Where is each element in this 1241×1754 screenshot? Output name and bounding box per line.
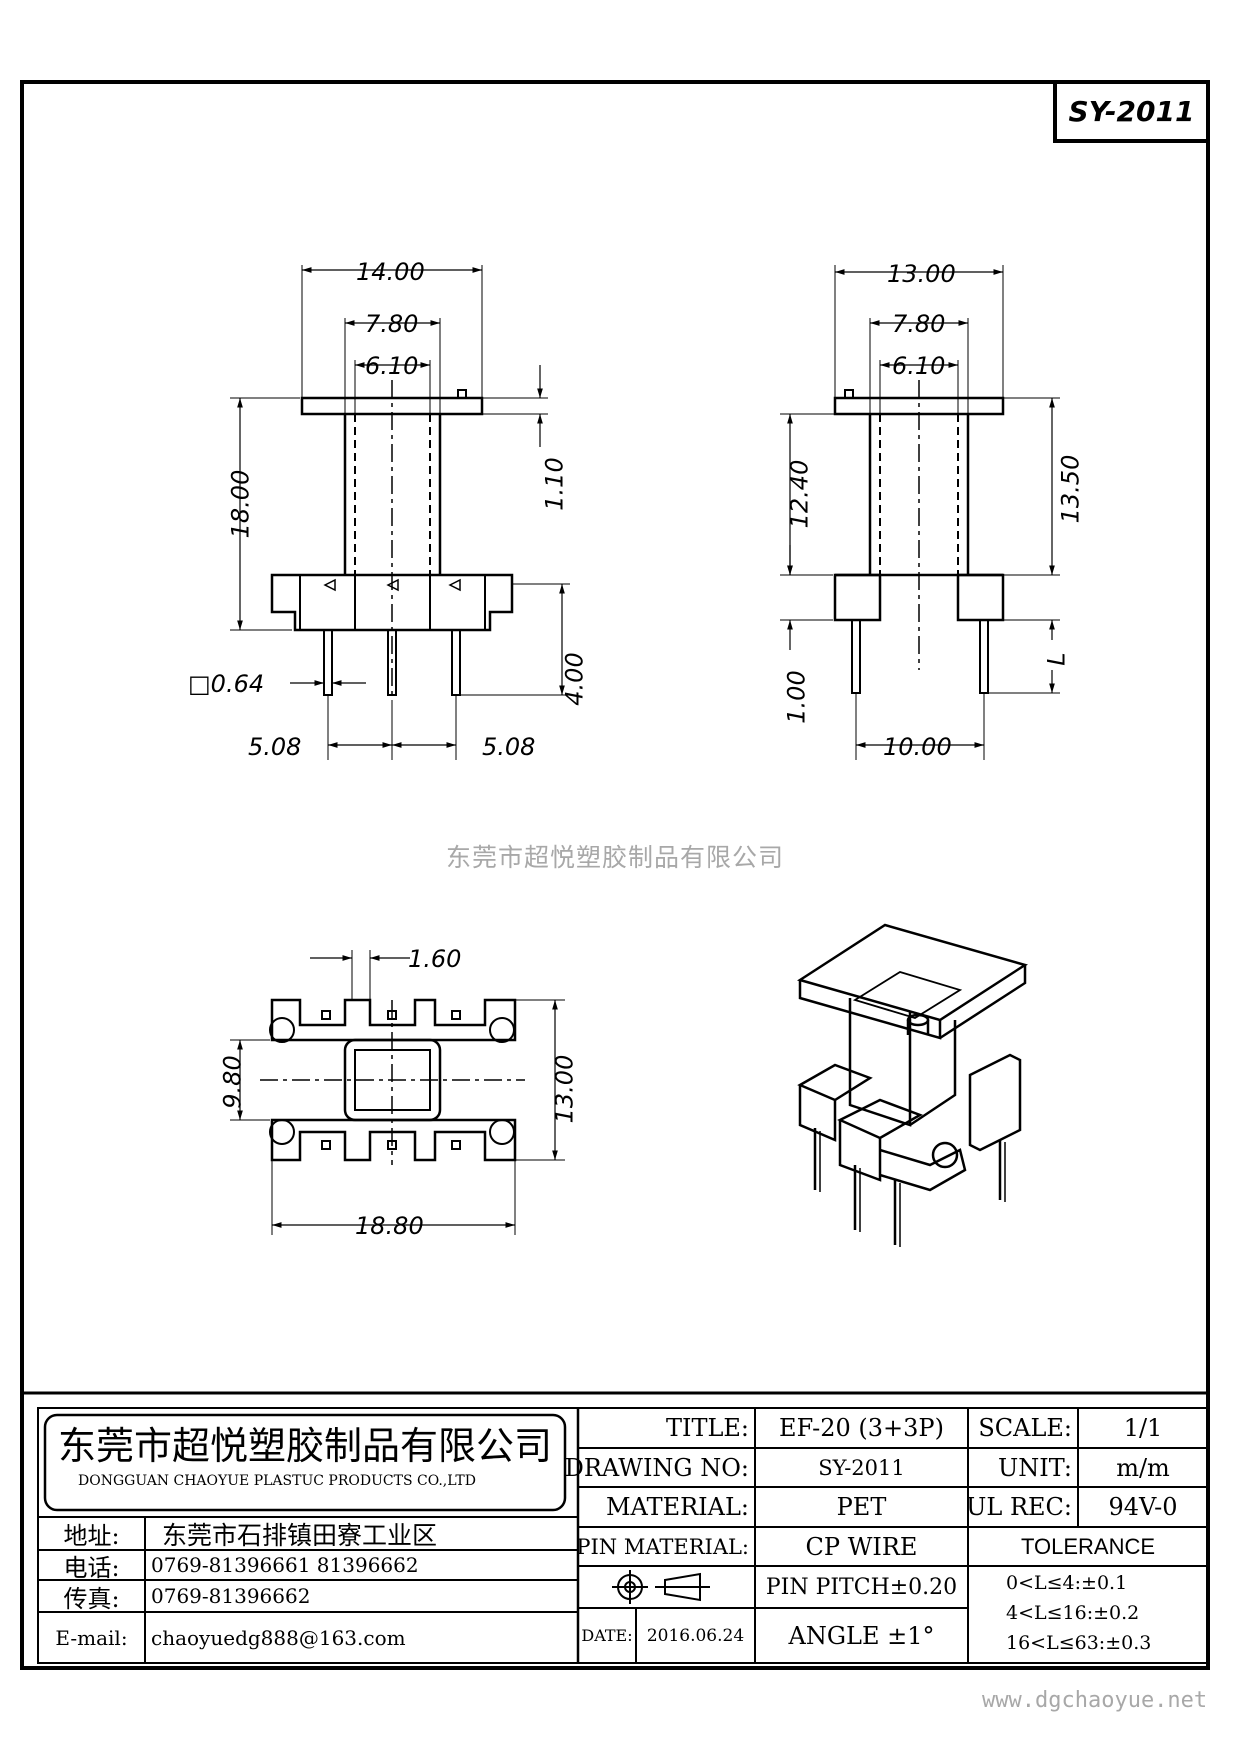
tolerance-label: TOLERANCE: [1020, 1533, 1156, 1559]
drawing-no-label: DRAWING NO:: [564, 1453, 749, 1482]
title-value: EF-20 (3+3P): [779, 1414, 944, 1442]
drawing-no-value: SY-2011: [818, 1455, 905, 1480]
side-view: [780, 265, 1060, 760]
dim-J: 13.00: [887, 260, 956, 288]
dim-G: □0.64: [188, 670, 265, 698]
watermark-text: 东莞市超悦塑胶制品有限公司: [446, 843, 785, 872]
pin-material-label: PIN MATERIAL:: [576, 1534, 749, 1559]
drawing-frame: [20, 80, 1210, 1670]
fax-label: 传真:: [63, 1584, 120, 1613]
title-label: TITLE:: [665, 1414, 749, 1442]
scale-value: 1/1: [1123, 1414, 1163, 1442]
company-name-cn: 东莞市超悦塑胶制品有限公司: [58, 1423, 553, 1468]
date-value: 2016.06.24: [646, 1625, 745, 1646]
email-label: E-mail:: [55, 1625, 128, 1650]
dim-R: 1.60: [408, 945, 462, 973]
date-label: DATE:: [581, 1626, 633, 1645]
phone-label: 电话:: [63, 1553, 120, 1582]
tolerance-row-1: 0<L≤4:±0.1: [1006, 1572, 1128, 1594]
fax-value: 0769-81396662: [151, 1584, 311, 1608]
material-label: MATERIAL:: [605, 1493, 749, 1521]
dim-I: 5.08: [482, 733, 536, 761]
ul-value: 94V-0: [1108, 1493, 1178, 1521]
email-value: chaoyuedg888@163.com: [151, 1625, 406, 1650]
dim-H: 5.08: [248, 733, 302, 761]
address-label: 地址:: [63, 1522, 120, 1550]
dim-U: 18.80: [355, 1212, 424, 1240]
company-name-en: DONGGUAN CHAOYUE PLASTUC PRODUCTS CO.,LT…: [78, 1473, 476, 1489]
unit-label: UNIT:: [998, 1453, 1072, 1482]
pin-material-value: CP WIRE: [805, 1532, 918, 1561]
address-value: 东莞市石排镇田寮工业区: [162, 1520, 438, 1550]
phone-value: 0769-81396661 81396662: [151, 1553, 419, 1577]
pin-pitch: PIN PITCH±0.20: [765, 1574, 958, 1600]
dim-A: 14.00: [356, 258, 425, 286]
unit-value: m/m: [1116, 1453, 1170, 1482]
dim-B: 7.80: [365, 310, 419, 338]
ul-label: UL REC:: [966, 1493, 1072, 1521]
dim-Q: 10.00: [883, 733, 952, 761]
dim-L: 6.10: [892, 352, 946, 380]
dim-C: 6.10: [365, 352, 419, 380]
drawing-code-box: SY-2011: [1053, 80, 1210, 143]
tolerance-row-3: 16<L≤63:±0.3: [1006, 1632, 1152, 1654]
angle-tolerance: ANGLE ±1°: [788, 1621, 935, 1650]
dim-K: 7.80: [892, 310, 946, 338]
scale-label: SCALE:: [978, 1414, 1072, 1442]
bottom-view: [230, 950, 565, 1235]
isometric-view: [797, 923, 1028, 1247]
material-value: PET: [836, 1493, 887, 1521]
tolerance-row-2: 4<L≤16:±0.2: [1006, 1602, 1140, 1624]
front-view: [230, 265, 570, 760]
projection-symbol-icon: [612, 1570, 710, 1604]
website-text: www.dgchaoyue.net: [982, 1688, 1208, 1713]
